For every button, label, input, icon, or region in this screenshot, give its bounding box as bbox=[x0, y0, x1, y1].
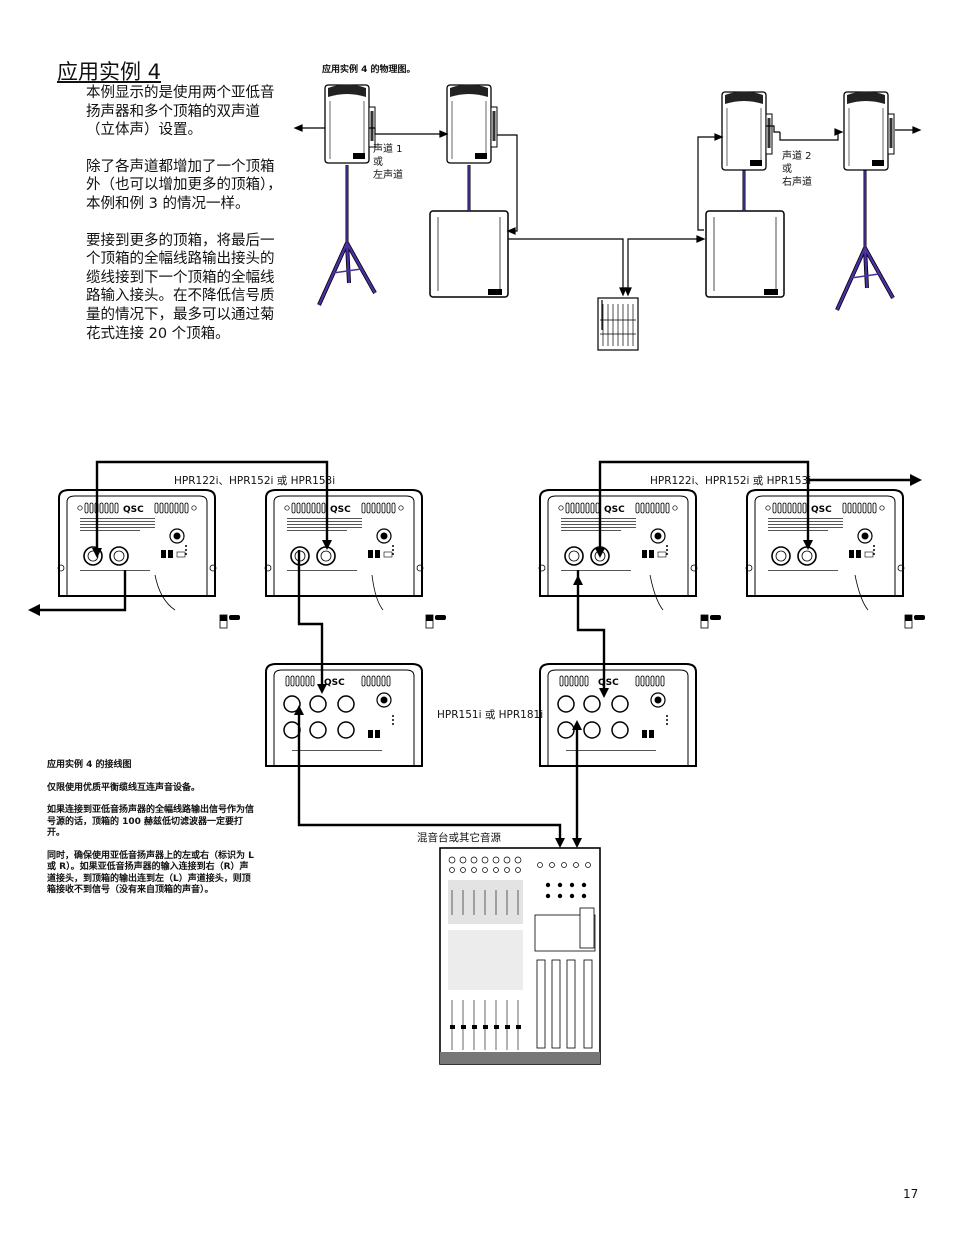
sub-panel-left bbox=[265, 663, 423, 767]
notes-heading: 应用实例 4 的接线图 bbox=[47, 760, 132, 770]
intro-paragraph-1: 本例显示的是使用两个亚低音扬声器和多个顶箱的双声道（立体声）设置。 bbox=[86, 85, 275, 139]
physical-cables bbox=[293, 124, 922, 330]
sub-panel-right bbox=[539, 663, 697, 767]
wiring-arrows bbox=[28, 474, 922, 848]
intro-text: 本例显示的是使用两个亚低音扬声器和多个顶箱的双声道（立体声）设置。 除了各声道都… bbox=[86, 84, 286, 361]
top-speaker-left-2 bbox=[446, 83, 498, 164]
top-speaker-right-1 bbox=[721, 90, 773, 171]
channel-2-right: 右声道 bbox=[782, 177, 812, 188]
notes-paragraph-3: 同时，确保使用亚低音扬声器上的左或右（标识为 L 或 R）。如果亚低音扬声器的输… bbox=[47, 850, 254, 896]
notes-paragraph-2: 如果连接到亚低音扬声器的全幅线路输出信号作为信号源的话，顶箱的 100 赫兹低切… bbox=[47, 805, 255, 838]
sub-models-label: HPR151i 或 HPR181i bbox=[437, 709, 544, 721]
mixer-label: 混音台或其它音源 bbox=[417, 832, 501, 844]
mixer-large bbox=[439, 847, 601, 1065]
intro-paragraph-2: 除了各声道都增加了一个顶箱外（也可以增加更多的顶箱），本例和例 3 的情况一样。 bbox=[86, 158, 282, 212]
top-panel-left-2 bbox=[264, 489, 424, 597]
top-panel-left-1 bbox=[57, 489, 217, 597]
wiring-cables bbox=[35, 460, 915, 842]
top-models-label-left: HPR122i、HPR152i 或 HPR153i bbox=[174, 475, 336, 487]
physical-diagram-caption: 应用实例 4 的物理图。 bbox=[322, 65, 416, 75]
wiring-notes: 应用实例 4 的接线图 仅限使用优质平衡缆线互连声音设备。 如果连接到亚低音扬声… bbox=[47, 760, 257, 908]
top-models-label-right: HPR122i、HPR152i 或 HPR153i bbox=[650, 475, 812, 487]
notes-paragraph-1: 仅限使用优质平衡缆线互连声音设备。 bbox=[47, 782, 201, 793]
intro-paragraph-3: 要接到更多的顶箱，将最后一个顶箱的全幅线路输出接头的缆线接到下一个顶箱的全幅线路… bbox=[86, 232, 275, 342]
channel-2-label: 声道 2 或 右声道 bbox=[782, 150, 812, 189]
top-speaker-left-1 bbox=[317, 83, 377, 307]
subwoofer-left bbox=[429, 165, 509, 298]
top-speaker-right-2 bbox=[835, 90, 895, 312]
subwoofer-right bbox=[705, 170, 785, 298]
channel-1-or: 或 bbox=[373, 157, 383, 168]
channel-2-line: 声道 2 bbox=[782, 151, 812, 162]
filter-switch-callouts bbox=[154, 574, 926, 629]
top-panel-right-2 bbox=[745, 489, 905, 597]
channel-2-or: 或 bbox=[782, 164, 792, 175]
top-panel-right-1 bbox=[538, 489, 698, 597]
page-title: 应用实例 4 bbox=[57, 60, 162, 84]
channel-1-label: 声道 1 或 左声道 bbox=[373, 143, 403, 182]
channel-1-left: 左声道 bbox=[373, 170, 403, 181]
wiring-diagram: QSC bbox=[28, 460, 926, 1065]
page-number: 17 bbox=[903, 1187, 919, 1201]
channel-1-line: 声道 1 bbox=[373, 144, 403, 155]
mixer-small bbox=[597, 297, 639, 351]
physical-diagram bbox=[293, 83, 922, 351]
